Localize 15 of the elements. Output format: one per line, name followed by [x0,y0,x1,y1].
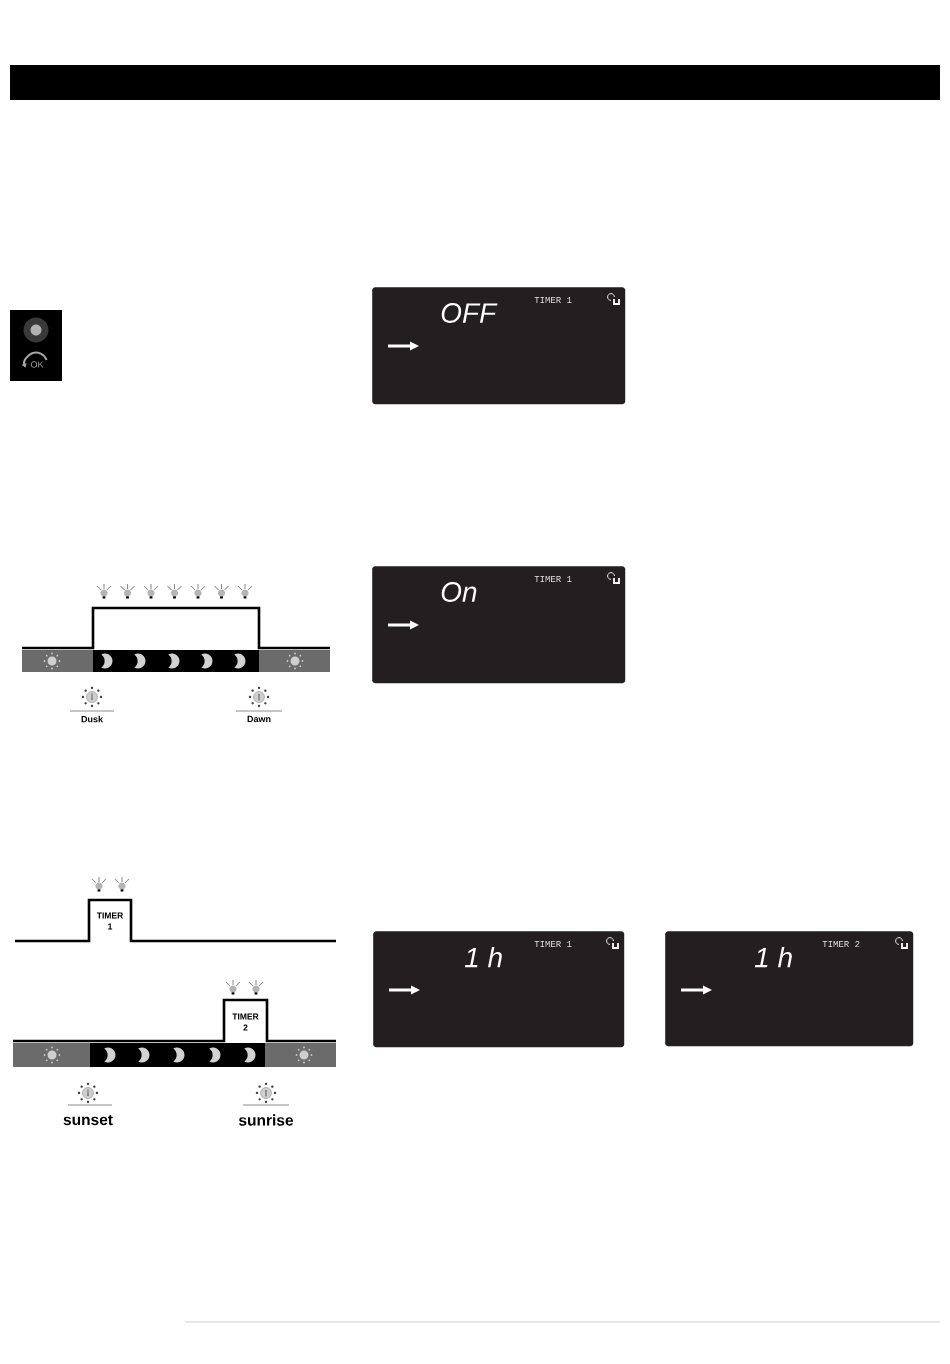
timer-indicator: TIMER 1 [534,576,572,582]
timer-indicator: TIMER 1 [534,297,572,303]
timer-pulse: TIMER 1 [15,898,336,943]
timer-indicator: TIMER 2 [822,941,860,947]
timer-indicator: TIMER 1 [534,941,572,947]
time-label: sunrise [239,1114,294,1126]
lcd-readout: 1 h [754,946,792,968]
button-label: OK [30,361,44,368]
lcd-readout: 1 h [464,946,502,968]
lcd-readout: OFF [441,303,498,323]
time-label: Dusk [81,715,103,723]
time-label: sunset [63,1114,113,1126]
time-label: Dawn [247,715,271,723]
timer-pulse: TIMER 2 [13,998,336,1043]
lcd-readout: On [441,582,477,602]
